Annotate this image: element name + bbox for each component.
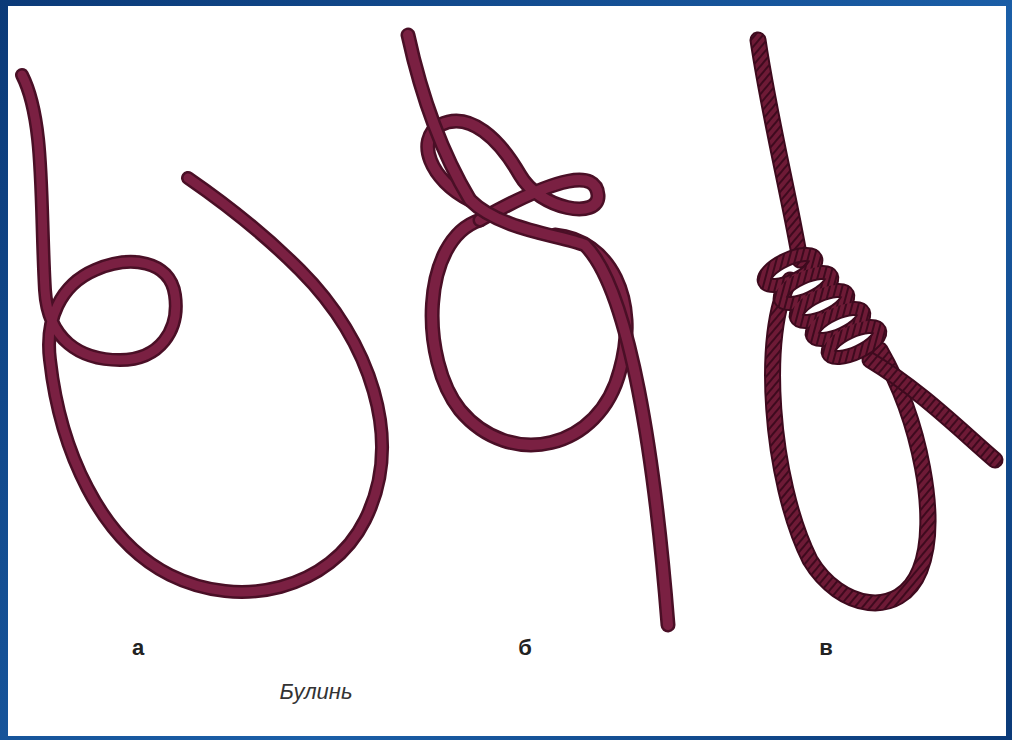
- rope-tail: [870, 360, 995, 460]
- figure-letter: в: [819, 636, 833, 660]
- rope-loop: [773, 280, 928, 603]
- figure-letter: а: [132, 636, 144, 660]
- rope-strand: [758, 40, 800, 260]
- figure-caption: Булинь: [280, 680, 353, 704]
- rope-strand: [408, 35, 668, 625]
- rope-coils: [760, 248, 884, 364]
- rope-b: [408, 35, 668, 625]
- rope-wrap: [824, 320, 884, 364]
- rope-strand: [758, 40, 800, 260]
- rope-tail: [870, 360, 995, 460]
- rope-c: [758, 40, 995, 603]
- rope-body: [22, 75, 382, 592]
- rope-a: [22, 75, 382, 592]
- rope-wrap: [824, 320, 884, 364]
- rope-strand: [408, 35, 668, 625]
- rope-loop: [773, 280, 928, 603]
- picture-ground: [8, 6, 1006, 736]
- rope-outline: [22, 75, 382, 592]
- figure-letter: б: [518, 636, 532, 660]
